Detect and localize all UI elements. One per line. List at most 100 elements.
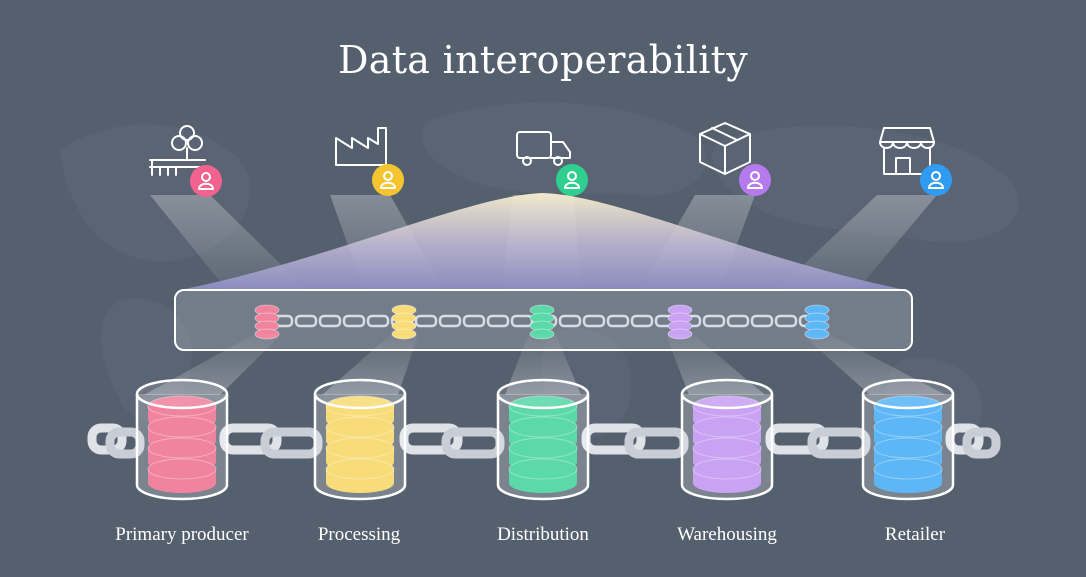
stage-icons <box>149 122 952 197</box>
stage-label-processing: Processing <box>317 524 401 545</box>
page-title: Data interoperability <box>337 38 748 82</box>
glass-outline <box>313 394 407 501</box>
chain-link <box>318 314 342 328</box>
glass-rim <box>680 378 774 410</box>
chain-link <box>219 423 282 455</box>
glass-outline <box>135 394 229 501</box>
user-badge-warehousing <box>739 164 771 196</box>
chain-link <box>260 427 323 459</box>
glass-rim <box>496 378 590 410</box>
db-layer-top <box>508 395 578 417</box>
db-layer-top <box>325 416 395 438</box>
chain-link <box>414 314 438 328</box>
glass-outline <box>496 394 590 501</box>
interoperability-glow <box>180 193 906 290</box>
chain-link <box>558 314 582 328</box>
user-badge-distribution <box>556 164 588 196</box>
stage-label-primary-producer: Primary producer <box>115 524 249 545</box>
database-cylinder-warehousing <box>680 378 774 501</box>
db-layer-top <box>147 395 217 417</box>
chain-link <box>630 314 654 328</box>
chain-link <box>581 423 646 455</box>
tree-planting-icon <box>149 125 206 176</box>
chain-link <box>962 427 1001 459</box>
database-cylinder-retailer <box>861 378 955 501</box>
chain-link <box>105 427 145 459</box>
small-database-processing <box>391 304 417 340</box>
chain-segment <box>581 423 689 459</box>
upper-beam-primary-producer <box>150 195 307 290</box>
db-layer-top <box>325 395 395 417</box>
db-layer-top <box>873 395 943 417</box>
small-database-distribution <box>529 304 555 340</box>
chain-segment <box>399 423 505 459</box>
chain-link <box>294 314 318 328</box>
chain-link <box>807 427 871 459</box>
chain-link <box>342 314 366 328</box>
chain-link <box>726 314 750 328</box>
user-icon <box>564 171 580 189</box>
glass-outline <box>861 394 955 501</box>
db-layer-top <box>692 395 762 417</box>
storefront-icon <box>879 127 935 175</box>
stage-label-warehousing: Warehousing <box>677 524 777 545</box>
chain-link <box>486 314 510 328</box>
user-badge-retailer <box>920 164 952 196</box>
small-database-retailer <box>804 304 830 340</box>
db-layer-top <box>873 458 943 480</box>
db-layer-top <box>873 437 943 459</box>
chain-link <box>750 314 774 328</box>
chain-segment <box>945 423 1001 459</box>
database-cylinder-processing <box>313 378 407 501</box>
stage-databases <box>135 378 955 501</box>
db-layer-top <box>508 416 578 438</box>
chain-link <box>702 314 726 328</box>
chain-link <box>774 314 798 328</box>
main-chain-links <box>87 423 1001 459</box>
glass-rim <box>135 378 229 410</box>
world-map-background <box>60 102 1019 447</box>
user-badge-primary-producer <box>190 165 222 197</box>
stage-label-distribution: Distribution <box>497 524 589 545</box>
db-layer-top <box>692 416 762 438</box>
glass-rim <box>861 378 955 410</box>
upper-beam-retailer <box>777 195 937 290</box>
database-cylinder-primary-producer <box>135 378 229 501</box>
user-icon <box>380 171 396 189</box>
db-layer-top <box>692 458 762 480</box>
chain-link <box>765 423 829 455</box>
db-layer-top <box>325 458 395 480</box>
db-layer-top <box>508 437 578 459</box>
chain-link <box>441 427 505 459</box>
user-icon <box>198 172 214 190</box>
delivery-truck-icon <box>516 131 571 166</box>
glass-outline <box>680 394 774 501</box>
chain-link <box>606 314 630 328</box>
db-layer-top <box>147 437 217 459</box>
chain-segment <box>765 423 871 459</box>
chain-link <box>582 314 606 328</box>
db-layer-top <box>692 437 762 459</box>
chain-segment <box>87 423 145 459</box>
database-cylinder-distribution <box>496 378 590 501</box>
chain-segment <box>219 423 323 459</box>
user-icon <box>747 171 763 189</box>
factory-icon <box>335 127 387 166</box>
small-database-primary-producer <box>254 304 280 340</box>
db-layer-top <box>325 437 395 459</box>
chain-link <box>366 314 390 328</box>
db-layer-top <box>147 416 217 438</box>
stage-label-retailer: Retailer <box>884 524 946 545</box>
db-layer-top <box>873 416 943 438</box>
chain-link <box>624 427 689 459</box>
package-box-icon <box>699 122 751 175</box>
user-icon <box>928 171 944 189</box>
db-layer-top <box>147 458 217 480</box>
db-layer-top <box>508 458 578 480</box>
chain-link <box>438 314 462 328</box>
chain-link <box>462 314 486 328</box>
glass-rim <box>313 378 407 410</box>
user-badge-processing <box>372 164 404 196</box>
